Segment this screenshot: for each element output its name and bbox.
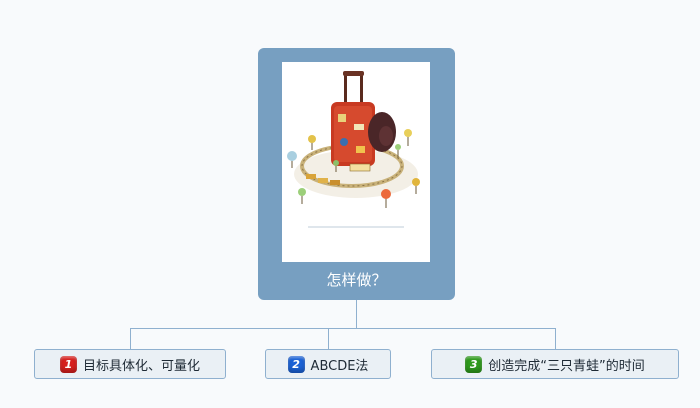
branch-node-3[interactable]: 3 创造完成“三只青蛙”的时间 (431, 349, 679, 379)
travel-illustration (282, 62, 430, 262)
number-1-icon: 1 (59, 355, 77, 373)
branch-label: ABCDE法 (310, 358, 369, 374)
branch-node-1[interactable]: 1 目标具体化、可量化 (34, 349, 226, 379)
branch-node-2[interactable]: 2 ABCDE法 (265, 349, 391, 379)
branch-label: 创造完成“三只青蛙”的时间 (488, 358, 645, 374)
root-title: 怎样做？ (326, 271, 387, 289)
branch-label: 目标具体化、可量化 (82, 358, 200, 374)
number-3-icon: 3 (465, 355, 483, 373)
root-topic[interactable]: 怎样做？ (258, 48, 455, 300)
number-2-icon: 2 (287, 355, 305, 373)
